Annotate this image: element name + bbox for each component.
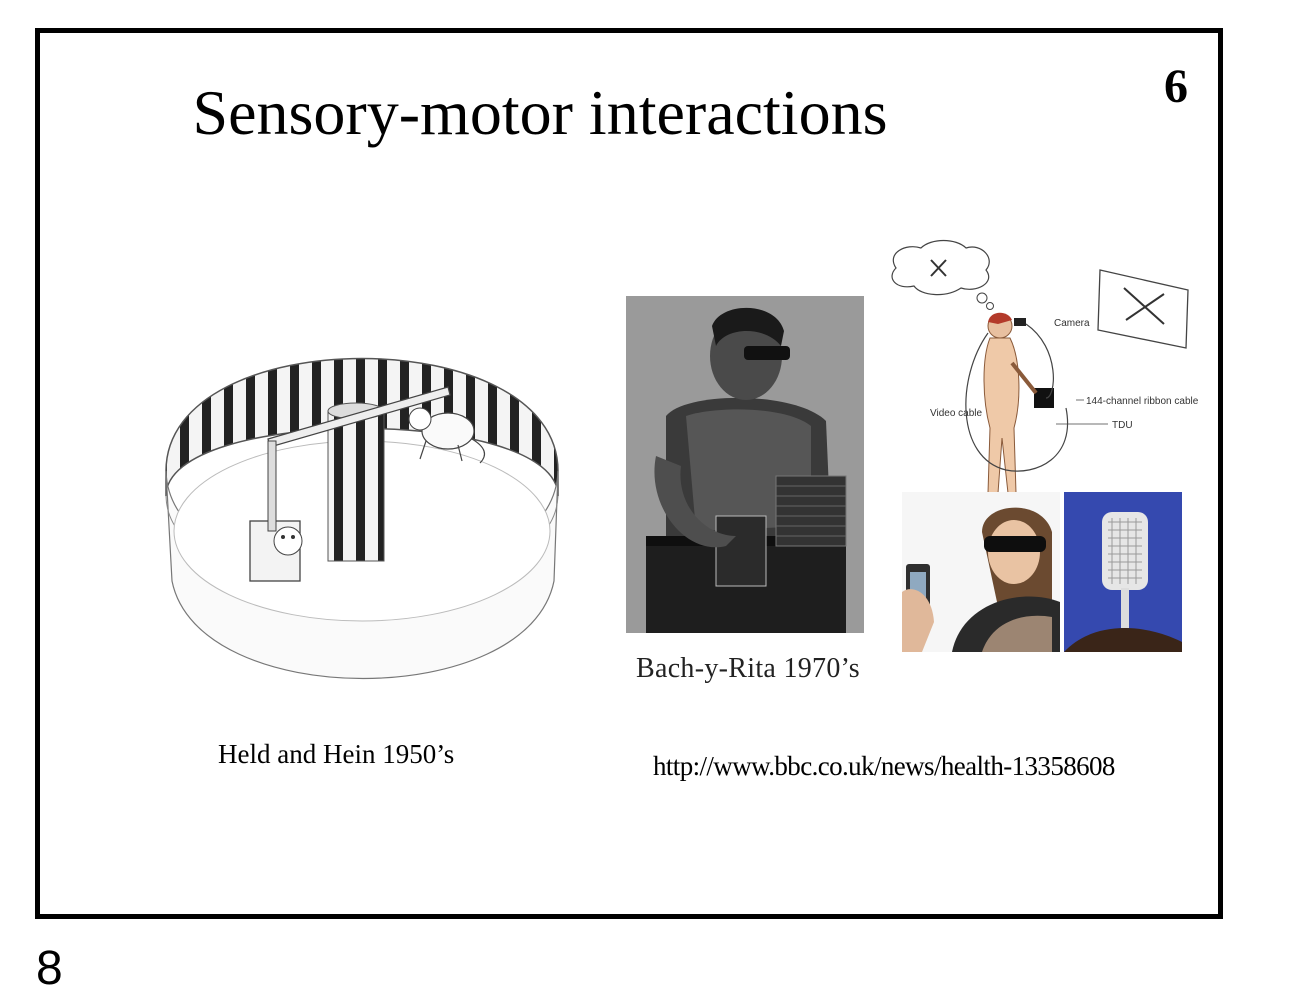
slide-number: 6 [1164, 60, 1188, 113]
man-with-tactile-device-photo [626, 296, 864, 633]
slide: Sensory-motor interactions 6 [35, 28, 1223, 919]
camera-label: Camera [1054, 318, 1090, 329]
held-hein-caption: Held and Hein 1950’s [218, 739, 455, 769]
woman-with-tongue-display-photo [902, 492, 1182, 652]
bach-y-rita-caption: Bach-y-Rita 1970’s [636, 653, 860, 684]
slide-title: Sensory-motor interactions [192, 77, 888, 148]
carousel-apparatus-illustration [165, 357, 559, 679]
video-cable-label: Video cable [930, 408, 983, 419]
ribbon-cable-label: 144-channel ribbon cable [1086, 396, 1199, 407]
sensory-substitution-diagram: Camera Video cable 144-channel ribbon ca… [891, 239, 1199, 494]
tdu-label: TDU [1112, 420, 1133, 431]
page-footer-number: 8 [36, 942, 63, 995]
bbc-url-link[interactable]: http://www.bbc.co.uk/news/health-1335860… [653, 751, 1115, 781]
